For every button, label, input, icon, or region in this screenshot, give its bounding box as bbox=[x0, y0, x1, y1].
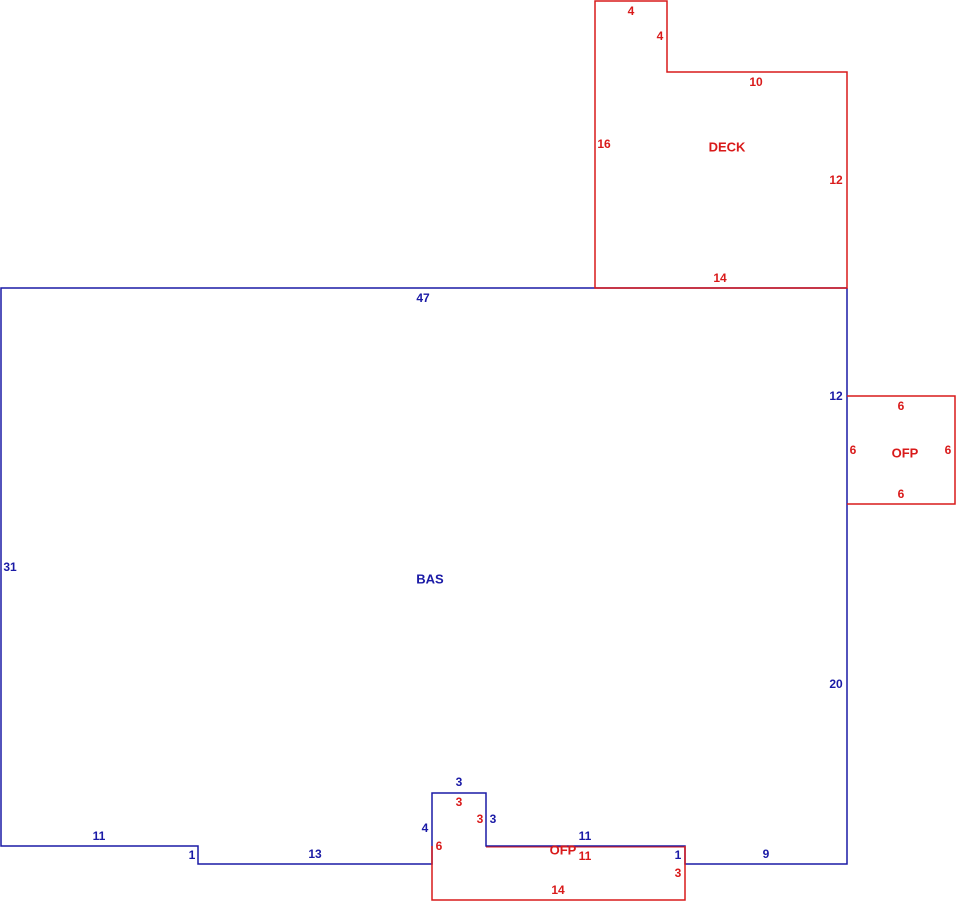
ofp-front-dim-top: 3 bbox=[456, 795, 463, 809]
bas-dim-step-right: 1 bbox=[675, 848, 682, 862]
ofp-right-dim-right: 6 bbox=[945, 443, 952, 457]
ofp-front-outline bbox=[431, 846, 686, 901]
ofp-front-dim-right: 3 bbox=[675, 866, 682, 880]
deck-dim-upper-right: 10 bbox=[749, 75, 763, 89]
bas-dim-bottom-mid-right: 11 bbox=[579, 829, 592, 843]
bas-dim-bump-top: 3 bbox=[456, 775, 463, 789]
ofp-front-area-label: OFP bbox=[550, 842, 577, 857]
deck-outline bbox=[594, 0, 848, 289]
ofp-right-dim-bottom: 6 bbox=[898, 487, 905, 501]
deck-dim-left: 16 bbox=[597, 137, 611, 151]
bas-dim-bottom-right: 9 bbox=[763, 847, 770, 861]
deck-dim-notch: 4 bbox=[657, 29, 664, 43]
bas-dim-bump-right: 3 bbox=[490, 812, 497, 826]
bas-dim-right-lower: 20 bbox=[829, 677, 843, 691]
bas-dim-bump-left: 4 bbox=[422, 821, 429, 835]
bas-dim-step-left: 1 bbox=[189, 848, 196, 862]
ofp-front-dim-bottom: 14 bbox=[551, 883, 565, 897]
bas-dim-left: 31 bbox=[3, 560, 17, 574]
ofp-front-dim-left: 6 bbox=[436, 839, 443, 853]
ofp-front-dim-inner: 3 bbox=[477, 812, 484, 826]
bas-dim-bottom-left: 11 bbox=[93, 829, 106, 843]
deck-area-label: DECK bbox=[709, 139, 746, 154]
ofp-right-outline bbox=[847, 395, 956, 505]
bas-dim-right-upper: 12 bbox=[829, 389, 843, 403]
bas-dim-bottom-mid-left: 13 bbox=[308, 847, 322, 861]
deck-dim-top: 4 bbox=[628, 4, 635, 18]
ofp-right-dim-left: 6 bbox=[850, 443, 857, 457]
ofp-right-area-label: OFP bbox=[892, 445, 919, 460]
deck-dim-bottom: 14 bbox=[713, 271, 727, 285]
deck-dim-right: 12 bbox=[829, 173, 843, 187]
ofp-right-dim-top: 6 bbox=[898, 399, 905, 413]
ofp-front-dim-upper: 11 bbox=[579, 849, 592, 863]
bas-dim-top: 47 bbox=[416, 291, 430, 305]
bas-area-label: BAS bbox=[416, 571, 444, 586]
